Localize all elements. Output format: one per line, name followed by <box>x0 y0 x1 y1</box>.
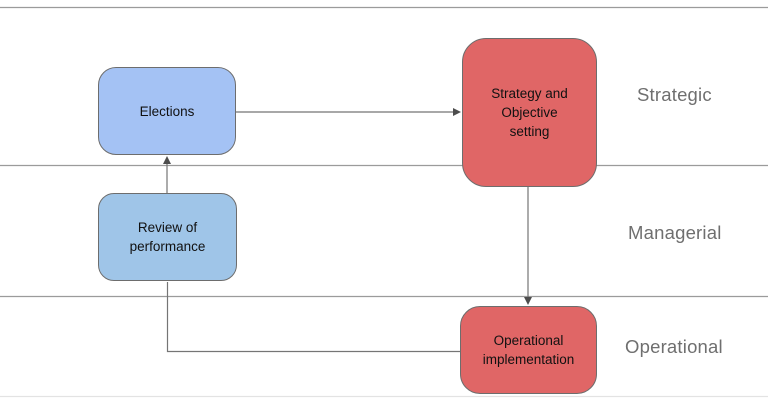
node-elections[interactable]: Elections <box>98 67 236 155</box>
node-review-of-performance[interactable]: Review of performance <box>98 193 237 281</box>
band-label-managerial: Managerial <box>628 222 722 243</box>
band-label-strategic: Strategic <box>637 84 712 105</box>
arrowhead-elections-strategy <box>453 108 461 116</box>
arrowhead-strategy-operational <box>524 297 532 305</box>
node-strategy-and-objective-setting[interactable]: Strategy and Objective setting <box>462 38 597 187</box>
band-label-operational: Operational <box>625 336 723 357</box>
arrowhead-review-elections <box>163 156 171 164</box>
edge-operational-review <box>166 282 460 353</box>
node-operational-implementation[interactable]: Operational implementation <box>460 306 597 394</box>
